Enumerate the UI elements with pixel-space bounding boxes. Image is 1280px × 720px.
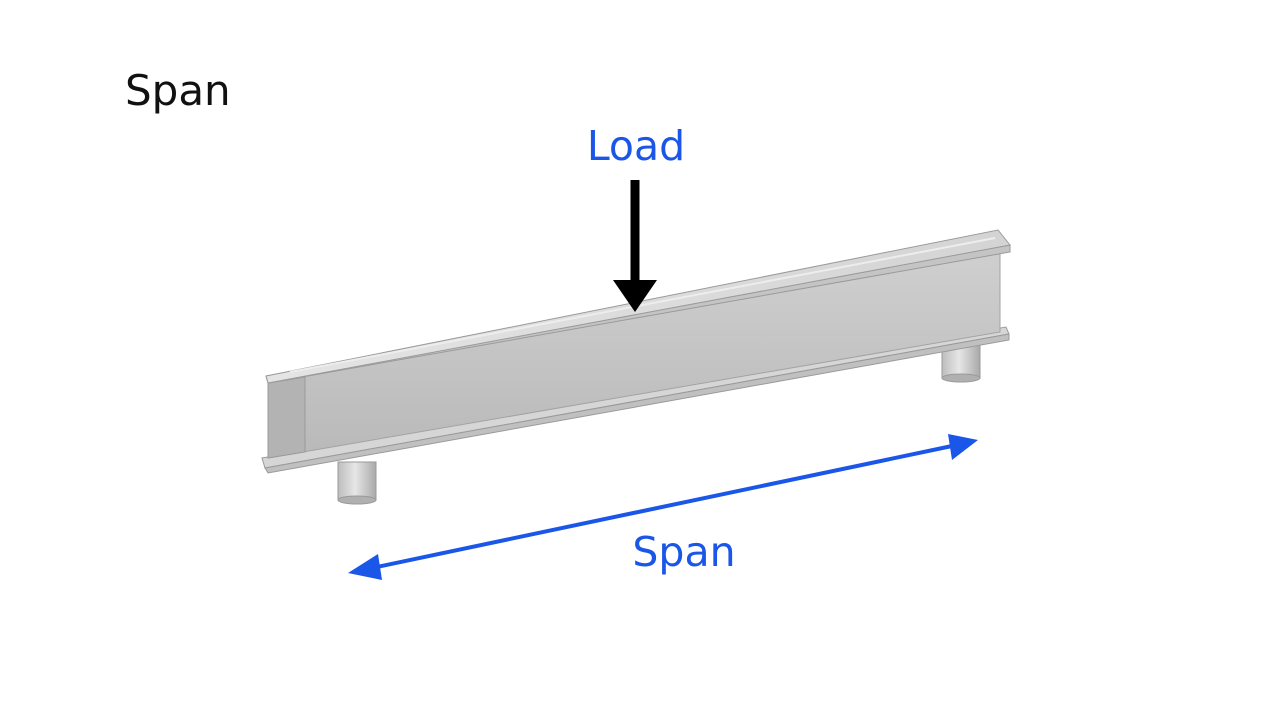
span-arrow <box>348 434 978 580</box>
load-arrow <box>613 180 657 312</box>
span-label: Span <box>632 528 735 576</box>
support-post-left <box>337 461 377 505</box>
slide-title: Span <box>125 66 231 115</box>
load-label: Load <box>587 122 685 170</box>
